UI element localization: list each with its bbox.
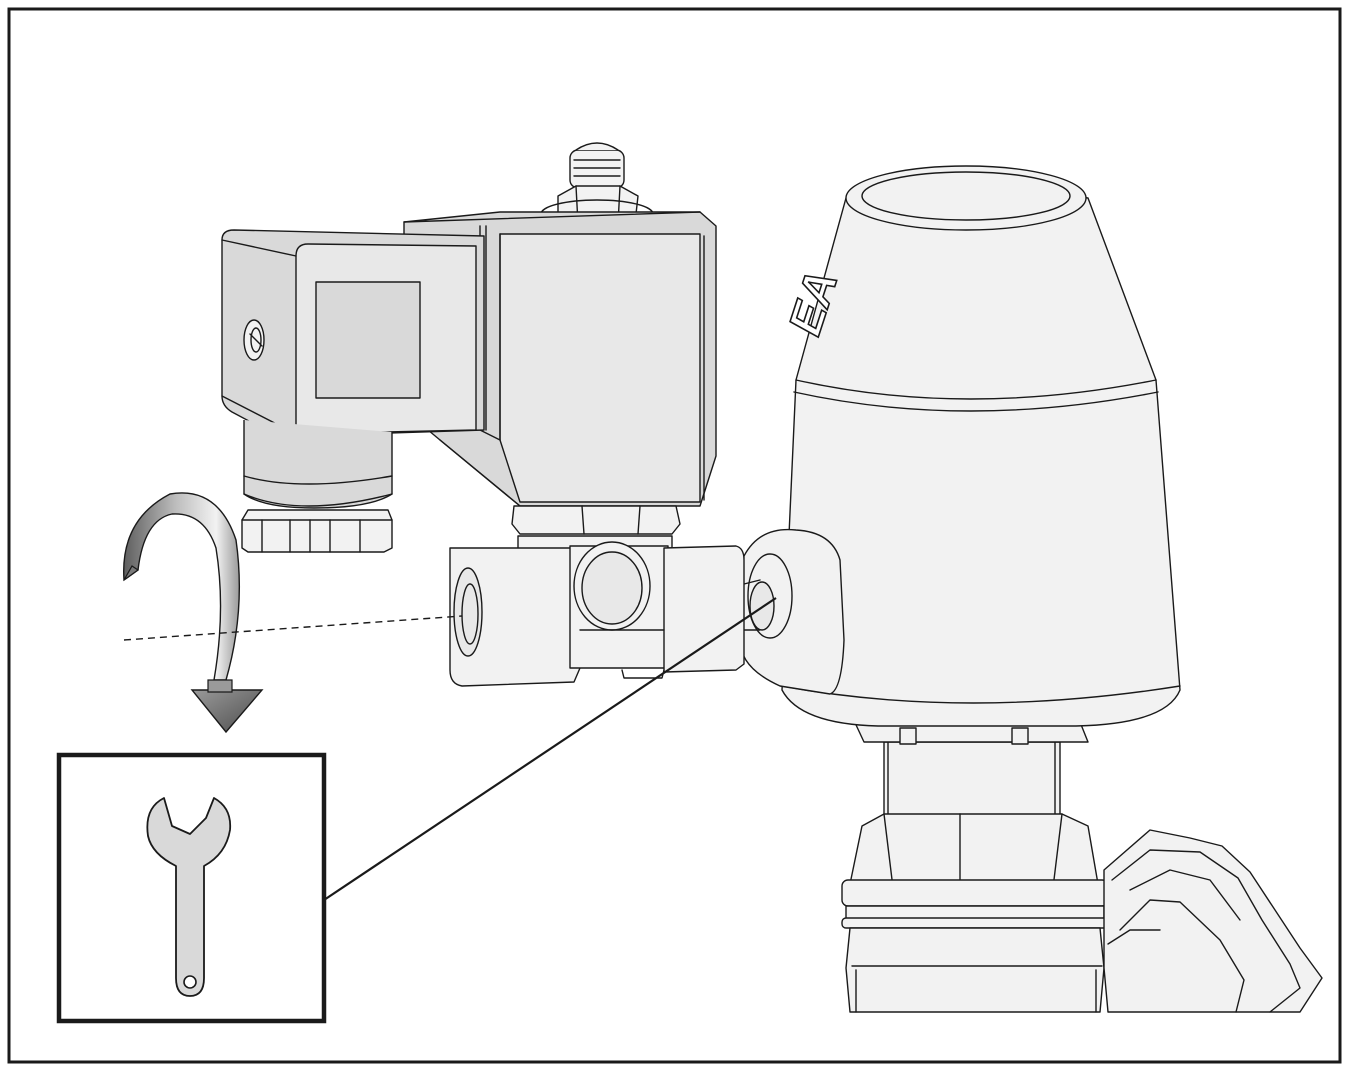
pilot-port (739, 528, 845, 695)
solenoid-valve (221, 142, 745, 687)
valve-stem (841, 741, 1109, 1013)
axis-dashed-line (123, 615, 463, 641)
valve-body-outlet (1103, 829, 1323, 1013)
rotate-arrow-icon (123, 492, 264, 734)
connector-plug (221, 229, 485, 553)
actuator-top (845, 165, 1087, 231)
tool-callout (56, 752, 327, 1024)
callout-leader-line (323, 597, 777, 901)
valve-actuator: EA (739, 165, 1323, 1013)
solenoid-valve-body (449, 541, 745, 687)
cable-gland-nut (241, 509, 393, 553)
connector-label-plate (315, 281, 421, 399)
wrench-icon (146, 797, 232, 997)
